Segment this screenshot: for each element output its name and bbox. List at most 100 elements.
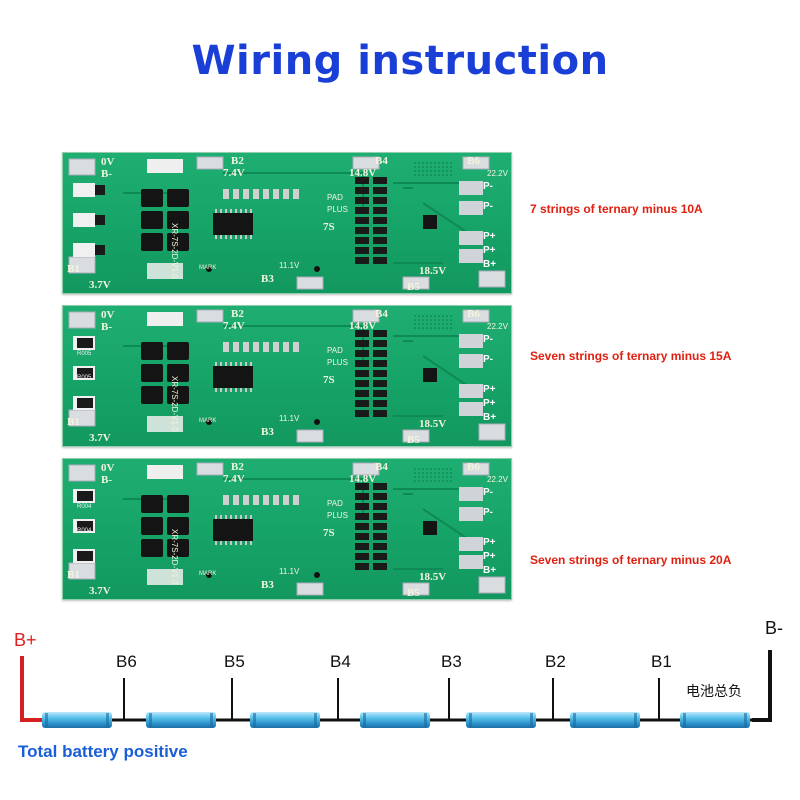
pcb-111v-label: 11.1V [279,567,300,576]
pcb-plus-label: PLUS [327,358,348,367]
pcb-p-plus-1: P+ [483,384,496,395]
pcb-p-plus-2: P+ [483,245,496,256]
pcb-b3-label: B3 [261,579,274,591]
pcb-b5-label: B5 [407,434,420,446]
pcb-b4-label: B4 [375,308,388,320]
pcb-185v-label: 18.5V [419,418,447,430]
shunt-resistor-label: R005 [77,375,92,381]
pcb-0v-label: 0V [101,309,115,321]
shunt-resistor-label: R004 [77,504,92,510]
shunt-resistor-label: R005 [77,351,92,357]
pcb-111v-label: 11.1V [279,261,300,270]
tap-label-b4: B4 [330,652,351,671]
pcb-222v-label: 22.2V [487,322,508,331]
pcb-b-plus-label: B+ [483,259,497,270]
pcb-b6-label: B6 [467,461,480,473]
board-spec-20a: Seven strings of ternary minus 20A [530,553,732,567]
pcb-p-plus-1: P+ [483,537,496,548]
pcb-pad-label: PAD [327,499,343,508]
pcb-p-minus-2: P- [483,354,493,365]
pcb-0v-label: 0V [101,462,115,474]
page-title: Wiring instruction [191,38,609,84]
pcb-b-plus-label: B+ [483,565,497,576]
pcb-b4-label: B4 [375,461,388,473]
tap-label-b5: B5 [224,652,245,671]
pcb-111v-label: 11.1V [279,414,300,423]
pcb-b2-label: B2 [231,308,244,320]
pcb-b3-label: B3 [261,426,274,438]
pcb-148v-label: 14.8V [349,320,377,332]
battery-cell [146,712,216,728]
pcb-b3-label: B3 [261,273,274,285]
pcb-b-minus-label: B- [101,168,112,180]
pcb-74v-label: 7.4V [223,473,245,485]
pcb-mark-label: MARK [199,418,217,424]
pcb-148v-label: 14.8V [349,167,377,179]
pcb-74v-label: 7.4V [223,167,245,179]
pcb-mark-label: MARK [199,571,217,577]
pcb-b6-label: B6 [467,308,480,320]
pcb-p-minus-2: P- [483,507,493,518]
battery-cell [250,712,320,728]
pcb-pad-label: PAD [327,346,343,355]
pcb-p-plus-2: P+ [483,398,496,409]
pcb-b-plus-label: B+ [483,412,497,423]
pcb-7s-label: 7S [323,221,335,233]
board-spec-15a: Seven strings of ternary minus 15A [530,349,732,363]
pcb-b-minus-label: B- [101,321,112,333]
pcb-0v-label: 0V [101,156,115,168]
pcb-b4-label: B4 [375,155,388,167]
board-spec-10a: 7 strings of ternary minus 10A [530,202,703,216]
pcb-plus-label: PLUS [327,511,348,520]
pcb-37v-label: 3.7V [89,432,111,444]
battery-cells [42,712,750,728]
wiring-diagram [20,650,772,728]
tap-label-b6: B6 [116,652,137,671]
pcb-222v-label: 22.2V [487,169,508,178]
pcb-p-minus-1: P- [483,487,493,498]
pcb-185v-label: 18.5V [419,265,447,277]
pcb-b1-label: B1 [67,263,80,275]
pcb-37v-label: 3.7V [89,279,111,291]
tap-label-b2: B2 [545,652,566,671]
pcb-148v-label: 14.8V [349,473,377,485]
balance-taps [123,678,660,720]
battery-cell [360,712,430,728]
pcb-p-minus-2: P- [483,201,493,212]
battery-cell [466,712,536,728]
pcb-p-minus-1: P- [483,181,493,192]
pcb-plus-label: PLUS [327,205,348,214]
pcb-model-label: XR-7S-2D-V1.0 [170,529,179,585]
pcb-222v-label: 22.2V [487,475,508,484]
total-negative-label: 电池总负 [686,684,742,700]
pcb-mark-label: MARK [199,265,217,271]
pcb-graphic [68,309,506,443]
pcb-p-plus-1: P+ [483,231,496,242]
negative-wire [752,650,772,722]
tap-label-b3: B3 [441,652,462,671]
pcb-b-minus-label: B- [101,474,112,486]
pcb-37v-label: 3.7V [89,585,111,597]
pcb-b6-label: B6 [467,155,480,167]
pcb-b2-label: B2 [231,461,244,473]
pcb-graphic [68,462,506,596]
pcb-b5-label: B5 [407,281,420,293]
shunt-resistor-label: R004 [77,528,92,534]
pcb-pad-label: PAD [327,193,343,202]
battery-negative-label: B- [765,618,783,638]
battery-cell [570,712,640,728]
battery-cell [680,712,750,728]
positive-wire [20,656,42,722]
pcb-7s-label: 7S [323,374,335,386]
total-positive-label: Total battery positive [18,742,188,761]
pcb-b1-label: B1 [67,569,80,581]
pcb-graphic [68,156,506,290]
tap-label-b1: B1 [651,652,672,671]
battery-positive-label: B+ [14,630,37,650]
pcb-p-plus-2: P+ [483,551,496,562]
pcb-185v-label: 18.5V [419,571,447,583]
pcb-b2-label: B2 [231,155,244,167]
pcb-model-label: XR-7S-2D-V1.0 [170,223,179,279]
